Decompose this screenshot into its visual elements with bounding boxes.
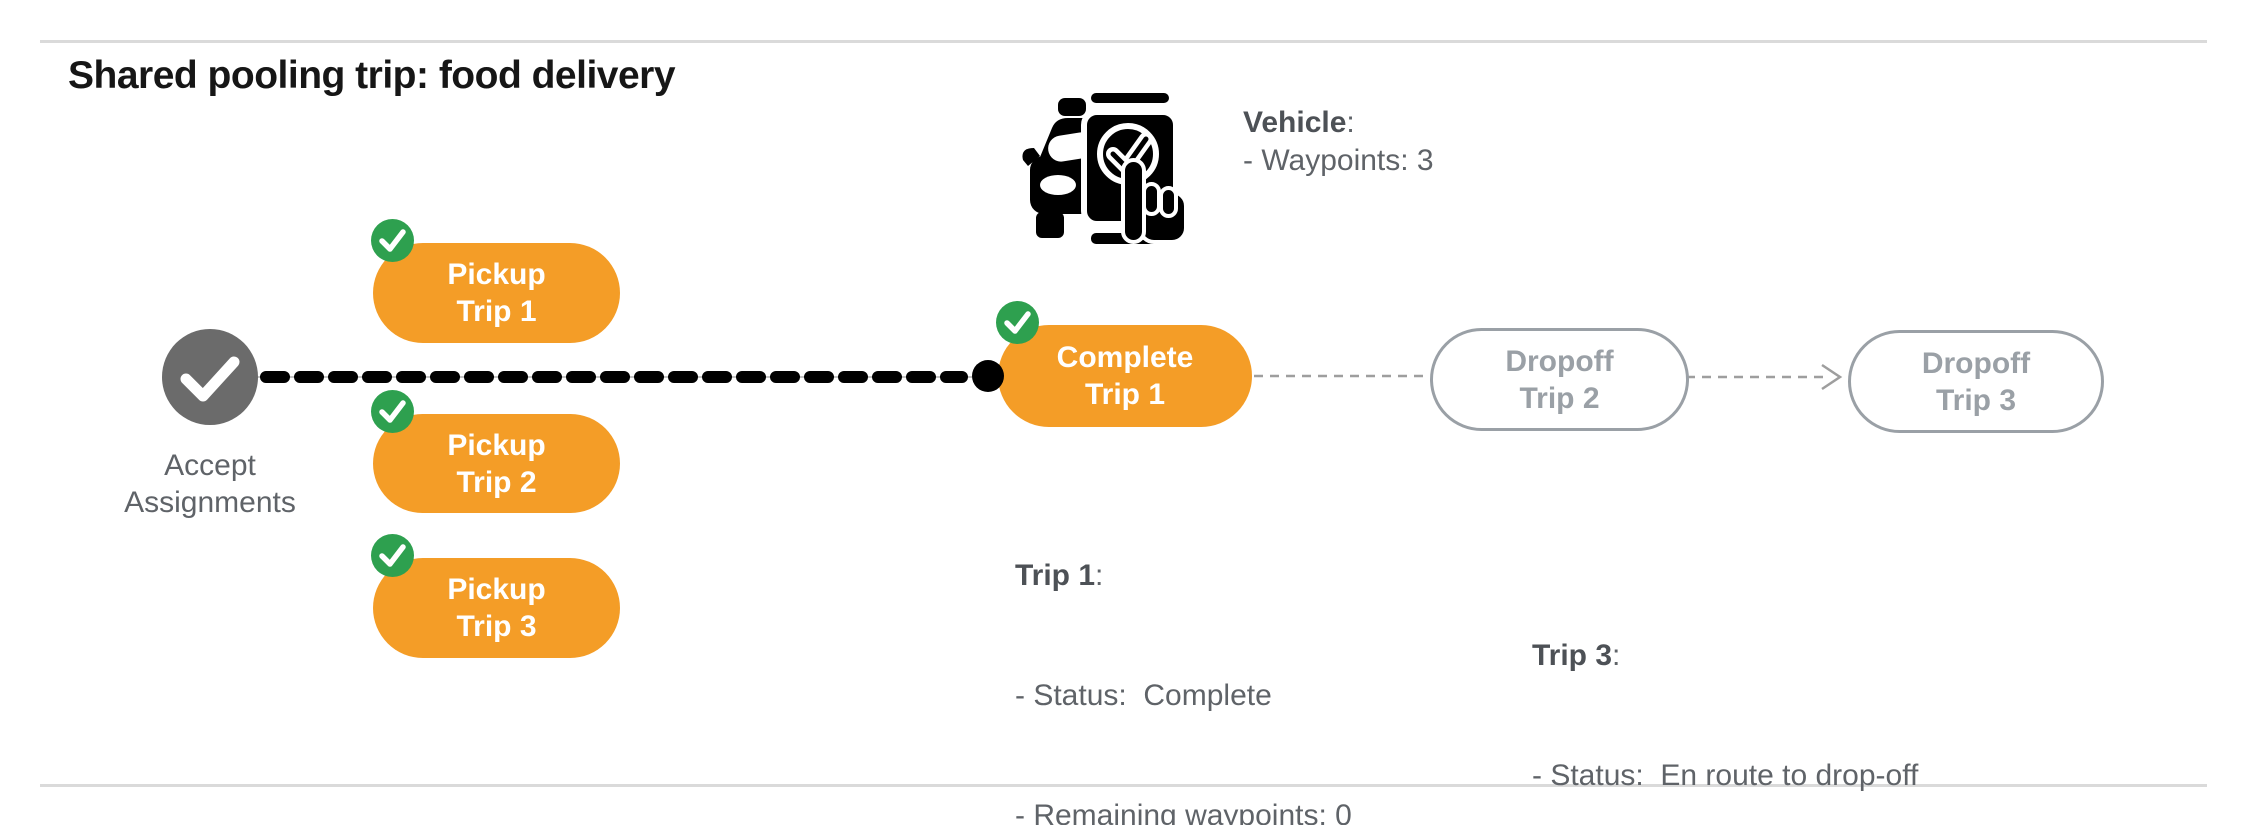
check-badge-icon [996, 301, 1039, 344]
trip3-heading: Trip 3: [1532, 636, 1918, 676]
check-badge-icon [371, 390, 414, 433]
accept-label-line2: Assignments [124, 486, 296, 519]
trip3-label: Trip 3 [1532, 639, 1613, 672]
trip1-status-line: - Status: Complete [1015, 679, 1272, 712]
node-label-line2: Trip 2 [1519, 381, 1600, 415]
accept-label-line1: Accept [164, 449, 256, 482]
trip3-status-line: - Status: En route to drop-off [1532, 759, 1919, 792]
node-label-line1: Dropoff [1505, 344, 1614, 378]
node-label-line1: Dropoff [1921, 346, 2031, 380]
node-dropoff-trip-2: Dropoff Trip 2 [1430, 328, 1689, 431]
divider-bottom [40, 784, 2207, 787]
node-label-line1: Pickup [447, 573, 546, 606]
node-pickup-trip-1: Pickup Trip 1 [371, 219, 620, 343]
node-complete-trip-1: Complete Trip 1 [996, 301, 1252, 427]
node-label-line2: Trip 3 [456, 610, 537, 643]
status-block-trip-3: Trip 3: - Status: En route to drop-off -… [1532, 556, 1918, 825]
node-label-line1: Pickup [447, 428, 546, 462]
node-dropoff-trip-3: Dropoff Trip 3 [1848, 330, 2104, 433]
trip3-colon: : [1612, 639, 1621, 672]
trip1-remaining-line: - Remaining waypoints: 0 [1015, 799, 1352, 825]
node-label-line2: Trip 3 [1935, 383, 2017, 417]
page-title: Shared pooling trip: food delivery [68, 54, 676, 97]
vehicle-waypoints: - Waypoints: 3 [1243, 144, 1434, 177]
node-label-line2: Trip 1 [1084, 378, 1166, 411]
status-block-trips-1-2: Trip 1: - Status: Complete - Remaining w… [1015, 476, 1401, 825]
check-badge-icon [371, 219, 414, 262]
node-pickup-trip-3: Pickup Trip 3 [371, 534, 620, 658]
check-badge-icon [371, 534, 414, 577]
car-phone-check-icon [1022, 88, 1188, 250]
vehicle-info: Vehicle: - Waypoints: 3 [1243, 104, 1434, 180]
node-label-line1: Pickup [447, 258, 546, 291]
checkmark-icon [180, 356, 240, 402]
node-label-line1: Complete [1056, 341, 1194, 374]
divider-top [40, 40, 2207, 43]
trip1-heading: Trip 1: [1015, 556, 1401, 596]
accept-assignments-node [162, 329, 258, 425]
node-pickup-trip-2: Pickup Trip 2 [371, 390, 620, 513]
node-label-line2: Trip 2 [456, 465, 537, 499]
trip1-label: Trip 1 [1015, 559, 1096, 592]
waypoint-dot [972, 360, 1004, 392]
vehicle-label-colon: : [1346, 106, 1355, 139]
vehicle-label: Vehicle [1243, 106, 1347, 139]
accept-assignments-label: Accept Assignments [85, 447, 335, 521]
trip1-colon: : [1095, 559, 1104, 592]
node-label-line2: Trip 1 [456, 295, 537, 328]
vehicle-label-line: Vehicle: [1243, 104, 1434, 142]
